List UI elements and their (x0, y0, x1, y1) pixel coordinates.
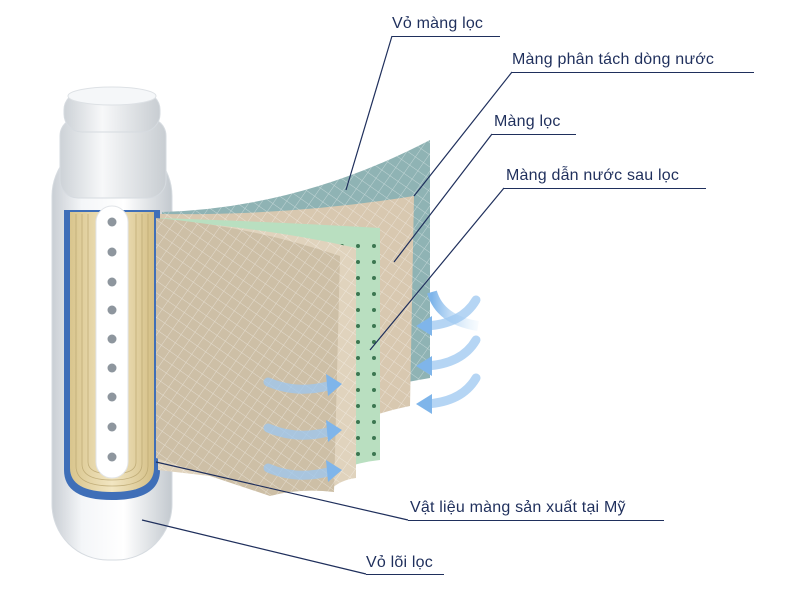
leader-flow-separator (413, 71, 513, 197)
label-flow-separator-membrane: Màng phân tách dòng nước (512, 51, 715, 68)
flow-arrows-right (416, 290, 481, 414)
leader-lines (141, 35, 513, 575)
underline-flow-separator-membrane (512, 72, 754, 73)
leader-post-filter-conduit (369, 187, 505, 351)
underline-post-filter-conduit-membrane (504, 188, 706, 189)
leader-outer-membrane-shell (345, 35, 393, 191)
leader-filter-membrane (393, 133, 493, 263)
label-usa-membrane-material: Vật liệu màng sản xuất tại Mỹ (410, 499, 626, 516)
label-cartridge-housing: Vỏ lõi lọc (366, 554, 433, 571)
front-membrane-layer (156, 218, 340, 496)
leader-usa-material (155, 461, 409, 521)
flow-arrows-left (263, 374, 342, 482)
underline-filter-membrane (492, 134, 576, 135)
cartridge-cutaway (64, 205, 160, 500)
underline-outer-membrane-shell (392, 36, 500, 37)
label-filter-membrane: Màng lọc (494, 113, 561, 130)
core-holes (107, 217, 117, 462)
label-post-filter-conduit-membrane: Màng dẫn nước sau lọc (506, 167, 680, 184)
leader-cartridge-housing (141, 519, 367, 575)
underline-cartridge-housing (366, 574, 444, 575)
underline-usa-membrane-material (408, 520, 664, 521)
label-outer-membrane-shell: Vỏ màng lọc (392, 15, 484, 32)
